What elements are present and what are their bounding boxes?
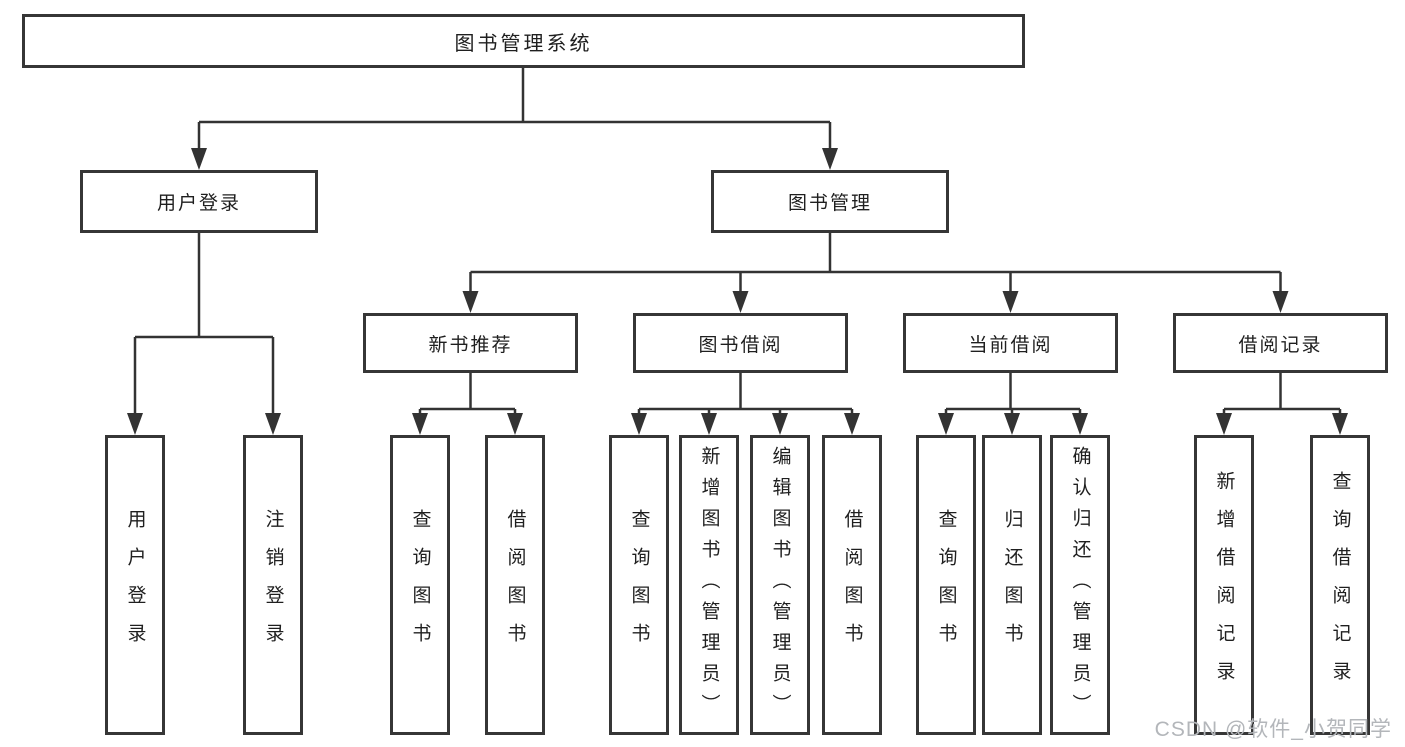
leaf-nbr-borrow-books-label: 借阅图书: [504, 509, 526, 661]
leaf-bb-borrow-books: 借阅图书: [822, 435, 882, 735]
leaf-br-query-record: 查询借阅记录: [1310, 435, 1370, 735]
leaf-nbr-query-books: 查询图书: [390, 435, 450, 735]
leaf-bb-query-books: 查询图书: [609, 435, 669, 735]
leaf-cb-return-books: 归还图书: [982, 435, 1042, 735]
leaf-cb-confirm-return-admin-label: 确认归还（管理员）: [1069, 445, 1091, 725]
leaf-br-add-record-label: 新增借阅记录: [1213, 471, 1235, 699]
leaf-user-login: 用户登录: [105, 435, 165, 735]
node-current-borrowing: 当前借阅: [903, 313, 1118, 373]
leaf-bb-borrow-books-label: 借阅图书: [841, 509, 863, 661]
node-book-management-branch: 图书管理: [711, 170, 949, 233]
node-borrowing-records: 借阅记录: [1173, 313, 1388, 373]
leaf-bb-edit-books-admin-label: 编辑图书（管理员）: [769, 445, 791, 725]
csdn-watermark: CSDN @软件_小贺同学: [1154, 718, 1392, 741]
leaf-cb-query-books: 查询图书: [916, 435, 976, 735]
leaf-br-add-record: 新增借阅记录: [1194, 435, 1254, 735]
leaf-bb-add-books-admin-label: 新增图书（管理员）: [698, 445, 720, 725]
node-borrowing-records-label: 借阅记录: [1238, 334, 1323, 356]
leaf-br-query-record-label: 查询借阅记录: [1329, 471, 1351, 699]
leaf-cb-query-books-label: 查询图书: [935, 509, 957, 661]
node-root-label: 图书管理系统: [454, 32, 593, 55]
leaf-logout-label: 注销登录: [262, 509, 284, 661]
arrowheads: [127, 148, 1348, 435]
node-book-management-branch-label: 图书管理: [787, 193, 872, 214]
node-book-borrowing: 图书借阅: [633, 313, 848, 373]
leaf-user-login-label: 用户登录: [124, 509, 146, 661]
node-user-login-branch: 用户登录: [80, 170, 318, 233]
leaf-bb-query-books-label: 查询图书: [628, 509, 650, 661]
leaf-logout: 注销登录: [243, 435, 303, 735]
node-new-book-recommend: 新书推荐: [363, 313, 578, 373]
node-user-login-branch-label: 用户登录: [156, 193, 241, 214]
leaf-cb-confirm-return-admin: 确认归还（管理员）: [1050, 435, 1110, 735]
node-new-book-recommend-label: 新书推荐: [428, 334, 513, 356]
leaf-nbr-query-books-label: 查询图书: [409, 509, 431, 661]
node-current-borrowing-label: 当前借阅: [968, 334, 1053, 356]
leaf-bb-add-books-admin: 新增图书（管理员）: [679, 435, 739, 735]
leaf-cb-return-books-label: 归还图书: [1001, 509, 1023, 661]
node-root: 图书管理系统: [22, 14, 1025, 68]
connector-segments: [133, 68, 1342, 416]
node-book-borrowing-label: 图书借阅: [698, 334, 783, 356]
leaf-bb-edit-books-admin: 编辑图书（管理员）: [750, 435, 810, 735]
leaf-nbr-borrow-books: 借阅图书: [485, 435, 545, 735]
